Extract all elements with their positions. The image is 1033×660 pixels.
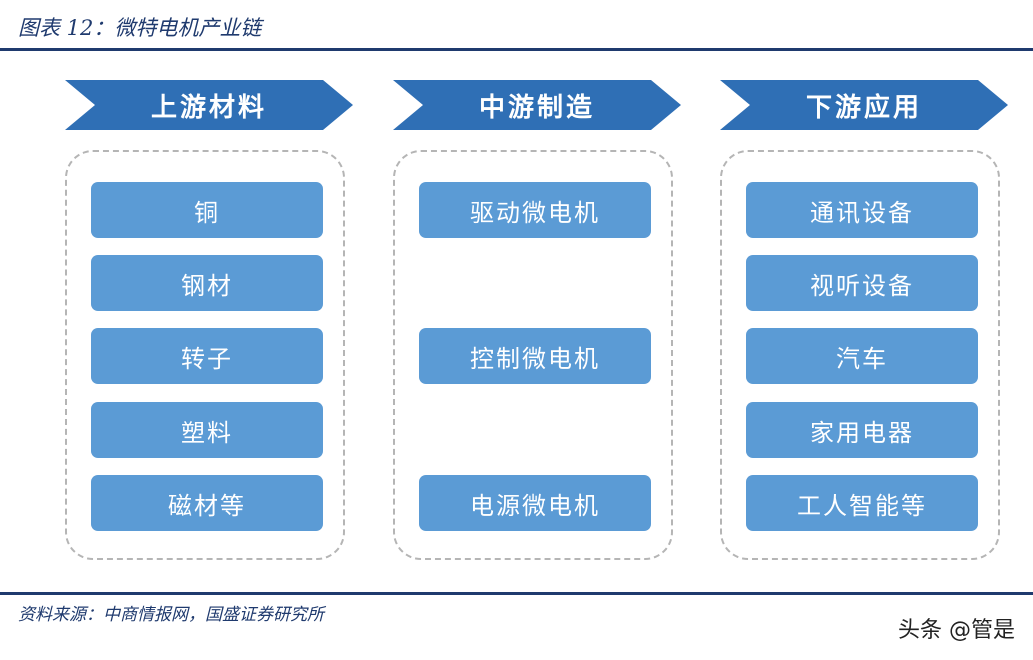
dashed-group-midstream: 驱动微电机 控制微电机 电源微电机 xyxy=(393,150,673,560)
item-audio-video: 视听设备 xyxy=(746,255,978,311)
item-plastic: 塑料 xyxy=(91,402,323,458)
column-upstream: 上游材料 铜 钢材 转子 塑料 磁材等 xyxy=(65,80,355,565)
item-communication: 通讯设备 xyxy=(746,182,978,238)
source-note: 资料来源：中商情报网，国盛证券研究所 xyxy=(18,605,324,625)
dashed-group-upstream: 铜 钢材 转子 塑料 磁材等 xyxy=(65,150,345,560)
chevron-heading-midstream: 中游制造 xyxy=(393,80,681,130)
item-home-appliance: 家用电器 xyxy=(746,402,978,458)
column-downstream: 下游应用 通讯设备 视听设备 汽车 家用电器 工人智能等 xyxy=(720,80,1010,565)
item-rotor: 转子 xyxy=(91,328,323,384)
figure-title: 图表 12：微特电机产业链 xyxy=(18,16,262,40)
item-ai: 工人智能等 xyxy=(746,475,978,531)
dashed-group-downstream: 通讯设备 视听设备 汽车 家用电器 工人智能等 xyxy=(720,150,1000,560)
chevron-heading-downstream: 下游应用 xyxy=(720,80,1008,130)
item-drive-motor: 驱动微电机 xyxy=(419,182,651,238)
item-automobile: 汽车 xyxy=(746,328,978,384)
column-midstream: 中游制造 驱动微电机 控制微电机 电源微电机 xyxy=(393,80,683,565)
item-steel: 钢材 xyxy=(91,255,323,311)
chevron-heading-upstream: 上游材料 xyxy=(65,80,353,130)
item-power-motor: 电源微电机 xyxy=(419,475,651,531)
watermark: 头条 @管是 xyxy=(898,618,1015,643)
bottom-rule xyxy=(0,592,1033,595)
top-rule xyxy=(0,48,1033,51)
item-magnetic: 磁材等 xyxy=(91,475,323,531)
item-copper: 铜 xyxy=(91,182,323,238)
item-control-motor: 控制微电机 xyxy=(419,328,651,384)
